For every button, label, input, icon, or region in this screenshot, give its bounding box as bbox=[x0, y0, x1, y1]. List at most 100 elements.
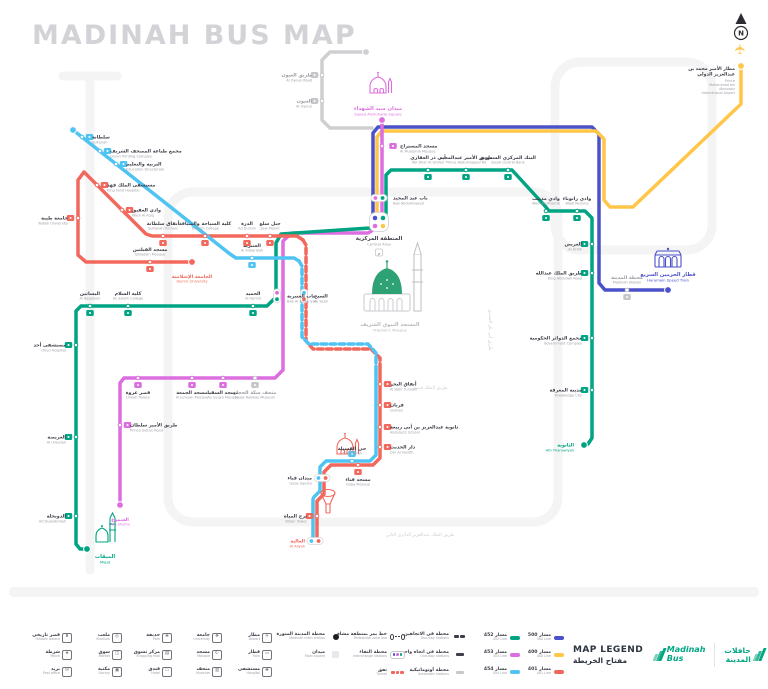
station-label-ar: مسجد السقيا bbox=[207, 390, 238, 396]
page-title: MADINAH BUS MAP bbox=[32, 20, 357, 51]
legend-title: MAP LEGEND مفتاح الخريطة bbox=[573, 645, 645, 665]
station-label-en: Sultanah Tunnels bbox=[148, 227, 178, 231]
station-label-en: Knowledge City bbox=[555, 394, 582, 398]
station-label-ar: وادي العقيق bbox=[132, 208, 161, 214]
police-icon: ★ bbox=[62, 649, 72, 660]
station-label-ar: مسجد قباء bbox=[345, 477, 370, 483]
station-label-ar: الحميد bbox=[246, 291, 261, 297]
station-label-ar: برج المياه bbox=[284, 514, 307, 520]
400-line-color-chip bbox=[554, 652, 564, 657]
station-label-en: King Fahd Hospital bbox=[107, 189, 140, 193]
station-label-en: Al Bahr Tunnels bbox=[390, 388, 417, 392]
station-label-en: Bab Al Anbariyah bbox=[287, 300, 317, 304]
station-label-en: Quran Printing Complex bbox=[110, 155, 152, 159]
station-label-en: Quba Square bbox=[289, 482, 312, 486]
station-label-ar: التربية والتعليم bbox=[126, 162, 162, 168]
station-label-ar: الشموع bbox=[111, 517, 129, 523]
central-area-badge: م bbox=[378, 250, 381, 255]
station-label-en: Bab Abdulmajeed bbox=[393, 202, 424, 206]
station-label-en: Al Hamid bbox=[245, 297, 261, 301]
station-label-ar: العنبرية bbox=[243, 243, 261, 249]
station-item bbox=[737, 62, 745, 70]
station-label-en: Wadi Mudhainib bbox=[532, 202, 561, 206]
station-label-en: Al Anbariyah bbox=[241, 249, 263, 253]
station-label-ar: جبل سلع bbox=[259, 221, 281, 227]
landmark-label-en: Miqat bbox=[100, 560, 111, 565]
future-gray bbox=[320, 50, 374, 130]
tower-landmark-icon bbox=[320, 488, 336, 514]
brand-logos: Madinah Bus حافلات المدينة bbox=[652, 642, 767, 667]
shopping-mall-icon: ▤ bbox=[162, 649, 172, 660]
landmark-label-en: Sayed Alshuhada Square bbox=[354, 112, 402, 117]
station-label-en: Wadi Ranuna bbox=[566, 202, 589, 206]
university-icon: ❖ bbox=[212, 632, 222, 643]
station-label-en: Abi Dhar Al Ghifari bbox=[412, 161, 445, 165]
station-label-en: Sultanah bbox=[92, 141, 108, 145]
station-label-ar: مسجد المستراح bbox=[400, 144, 437, 150]
station-label-ar: الثانوية bbox=[557, 443, 574, 449]
station-label-en: Al Uraydah bbox=[47, 441, 66, 445]
station-label-ar: مستشفى أحد bbox=[33, 342, 66, 349]
station-label-ar: العيون bbox=[297, 99, 313, 105]
station-label-ar: السيح bbox=[314, 294, 328, 300]
station-label-en: Education Directorate bbox=[126, 168, 164, 172]
logo-divider bbox=[714, 642, 716, 667]
station-item bbox=[83, 545, 91, 553]
station-label-ar: حي الفسيلة bbox=[338, 446, 367, 452]
mosque-landmark-icon bbox=[369, 71, 393, 94]
madinah-bus-logo: Madinah Bus bbox=[652, 645, 705, 663]
road-label: طريق أبي بكر الصديق bbox=[487, 309, 494, 351]
station-label-ar: جامعة طيبة bbox=[41, 216, 68, 222]
station-label-ar: الجامعة الإسلامية bbox=[172, 274, 213, 280]
station-label-ar: طريق الملك عبدالله bbox=[536, 271, 583, 277]
madinah-bus-logo-text-bottom: Bus bbox=[666, 653, 684, 663]
automatic-stations-symbol bbox=[452, 671, 467, 674]
station-item bbox=[664, 286, 672, 294]
station-label-en: Quba Mosque bbox=[346, 483, 370, 487]
station-label-ar: متحف سكة الحجاز bbox=[233, 390, 277, 396]
station-label-en: Prince Sultan Road bbox=[130, 429, 163, 433]
station-label-en: Ad Durrah bbox=[238, 227, 256, 231]
station-label-en: Madinah Station bbox=[613, 281, 642, 285]
library-icon: ▣ bbox=[112, 666, 122, 677]
historic-palace-icon: ♜ bbox=[62, 632, 72, 643]
station-label-en: Ad Duwaikhilah bbox=[39, 520, 66, 524]
station-label-ar: مسجد القبلتين bbox=[133, 247, 168, 253]
mosque-landmark-icon bbox=[336, 432, 360, 455]
station-label-en: Dar Al Hadith bbox=[390, 451, 413, 455]
station-label-ar: مجمع طباعة المصحف الشريف bbox=[110, 149, 182, 155]
airport-label-en: Prince bbox=[725, 79, 735, 83]
station-label-ar: أبي ذر الغفاري bbox=[410, 154, 446, 161]
station-label-ar: سلطانة bbox=[92, 135, 110, 141]
401-line-color-chip bbox=[554, 669, 564, 674]
